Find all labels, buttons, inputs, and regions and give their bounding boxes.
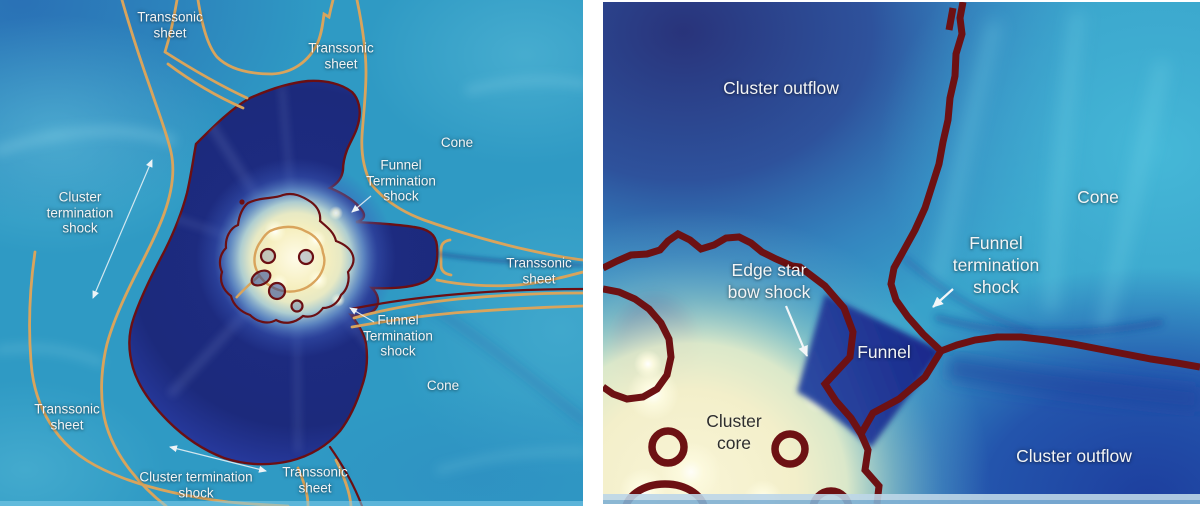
termination-streak-2 [901,254,1034,335]
arrow-cluster-termination-shock-left [92,159,153,299]
left-panel: Transsonic sheet Transsonic sheet Cone F… [0,0,583,506]
funnel-lower-wall [857,349,944,436]
outflow-cone-boundary [887,2,967,354]
core-star-glows [264,206,345,307]
arrow-funnel-termination-shock-upper [351,195,372,213]
channel-dark-streak [437,252,583,267]
right-background-field [603,2,1200,504]
left-bottom-strip [0,501,583,506]
funnel-wedge [797,294,941,448]
secondary-shock-contours [328,287,583,506]
arrow-cluster-termination-shock-bottom [169,445,267,473]
left-annotation-arrows [92,159,375,473]
outflow-dark-band [945,355,1200,412]
arrow-funnel-termination-shock [932,288,954,308]
right-annotation-arrows [784,288,954,357]
inner-red-contour [218,192,355,324]
left-panel-art [0,0,583,506]
core-star-rings [622,427,853,504]
cluster-core-boundary [603,229,883,504]
edge-star-ring [603,285,675,403]
right-shock-contours [603,2,1200,504]
right-panel-art [603,2,1200,504]
right-panel: Cluster outflow Cone Funnel termination … [603,2,1200,504]
right-bottom-strip [603,494,1200,504]
arrow-edge-star-bow-shock [784,305,809,357]
arrow-funnel-termination-shock-lower [349,307,375,323]
funnel-termination-boundary [939,333,1200,371]
core-star-rings [239,199,315,313]
termination-streak-1 [934,313,1164,337]
cluster-core-glow [196,158,396,358]
